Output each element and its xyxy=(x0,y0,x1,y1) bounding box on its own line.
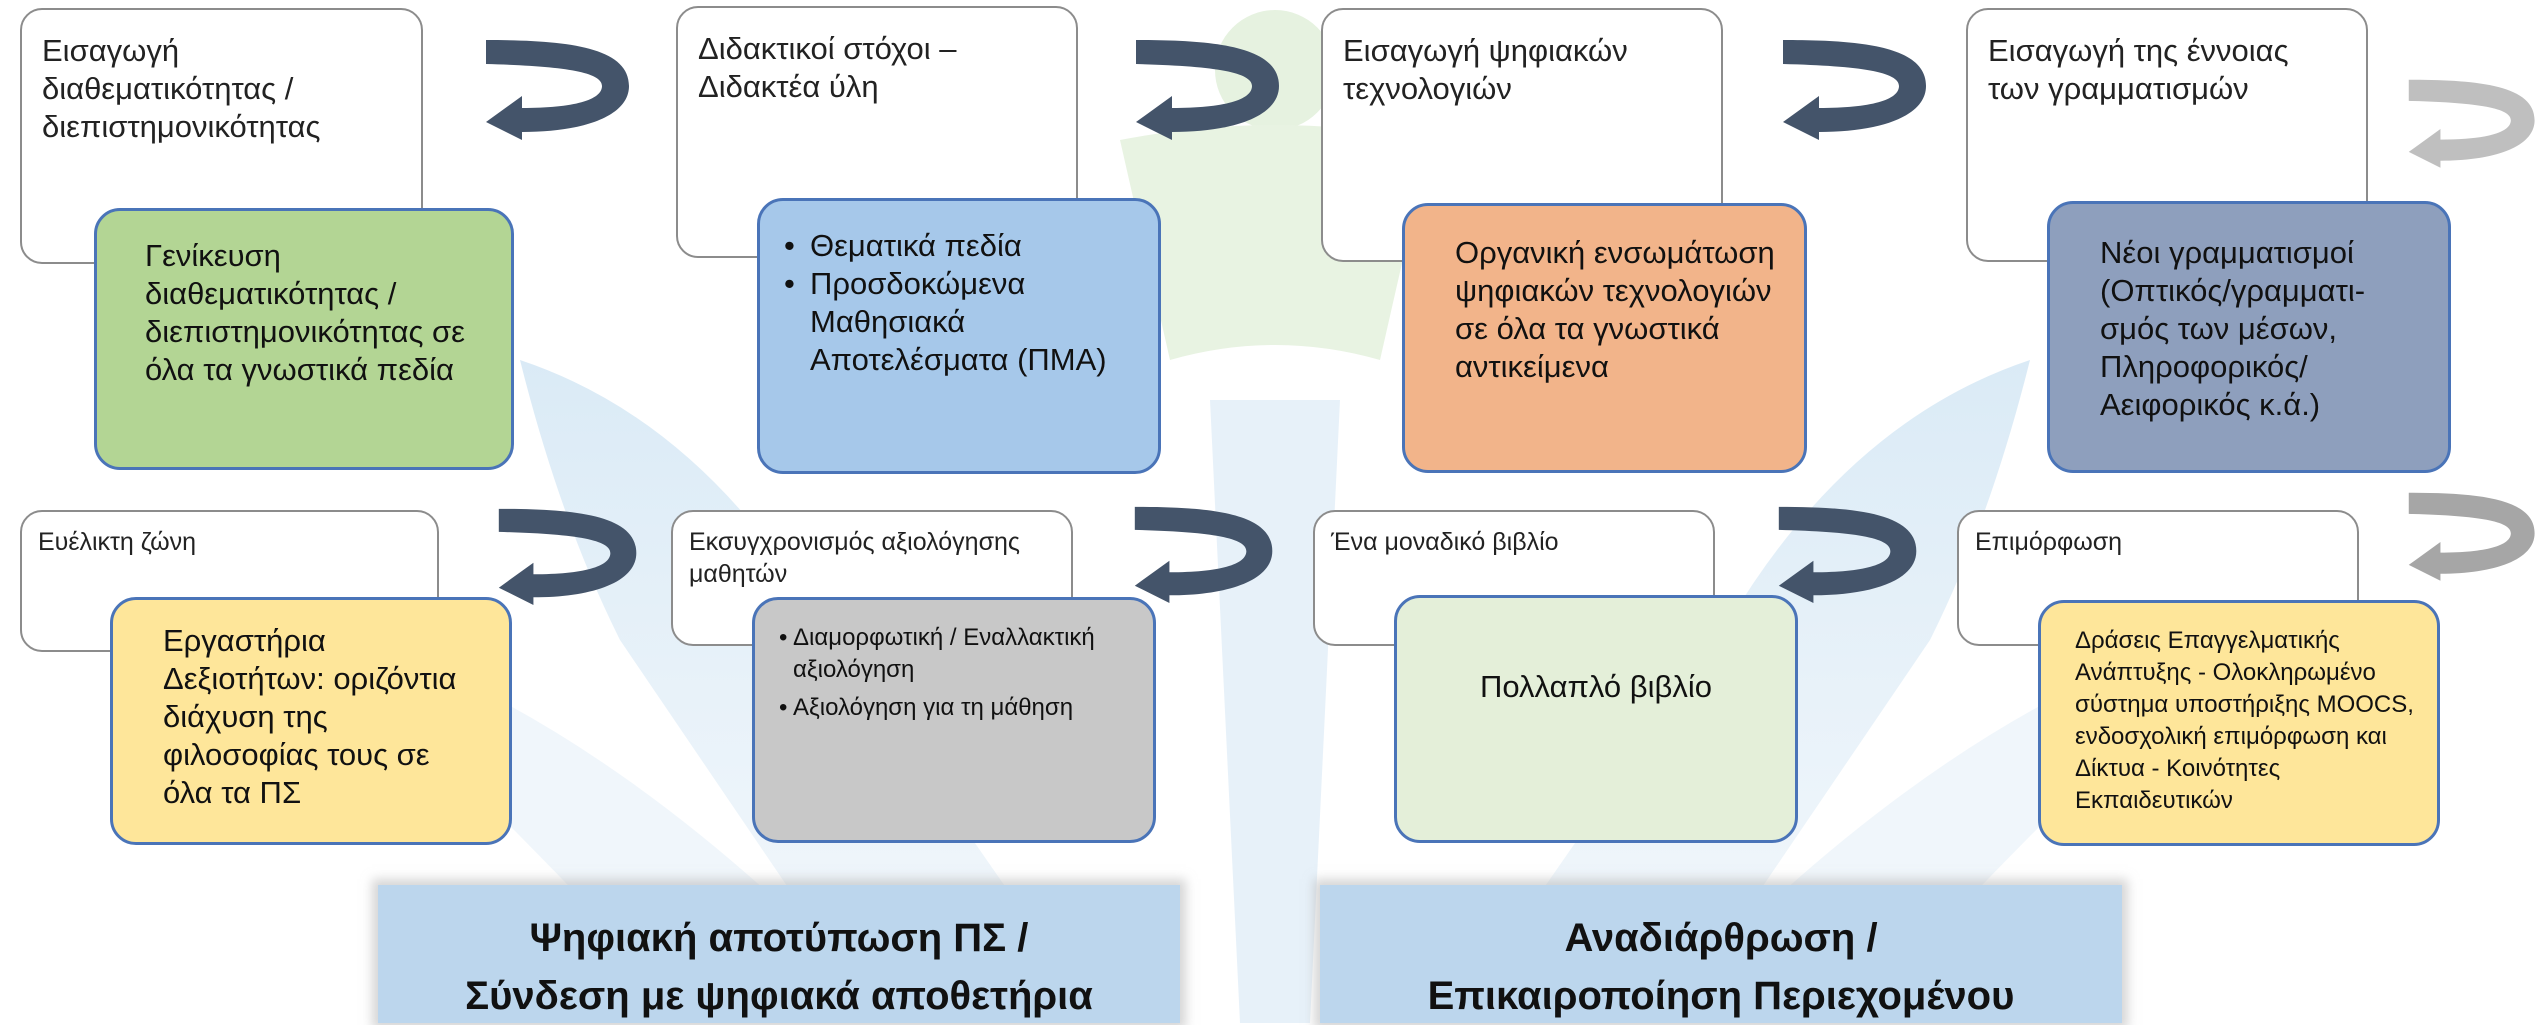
bullet-list: Διαμορφωτική / Εναλλακτική αξιολόγηση Αξ… xyxy=(779,622,1139,724)
header-label: Εισαγωγή διαθεματικότητας / διεπιστημονι… xyxy=(42,33,321,144)
header-label: Εισαγωγή ψηφιακών τεχνολογιών xyxy=(1343,33,1628,106)
curved-arrow-icon xyxy=(1136,40,1279,140)
content-box-digital-integration: Οργανική ενσωμάτωση ψηφιακών τεχνολογιών… xyxy=(1402,203,1807,473)
header-label: Εισαγωγή της έννοιας των γραμματισμών xyxy=(1988,33,2289,106)
content-box-thematic-fields: Θεματικά πεδία Προσδοκώμενα Μαθησιακά Απ… xyxy=(757,198,1161,474)
content-text: Νέοι γραμματισμοί (Οπτικός/γραμματι-σμός… xyxy=(2100,235,2366,422)
content-box-skills-workshops: Εργαστήρια Δεξιοτήτων: οριζόντια διάχυση… xyxy=(110,597,512,845)
bullet-list: Θεματικά πεδία Προσδοκώμενα Μαθησιακά Απ… xyxy=(784,227,1144,379)
curved-arrow-icon xyxy=(498,508,637,605)
banner-line: Σύνδεση με ψηφιακά αποθετήρια xyxy=(465,974,1093,1018)
banner-digital-mapping: Ψηφιακή αποτύπωση ΠΣ / Σύνδεση με ψηφιακ… xyxy=(378,885,1180,1023)
bullet-item: Αξιολόγηση για τη μάθηση xyxy=(779,692,1139,724)
content-text: Δράσεις Επαγγελματικής Ανάπτυξης - Ολοκλ… xyxy=(2075,627,2414,814)
curved-arrow-icon xyxy=(1778,506,1917,603)
header-label: Ευέλικτη ζώνη xyxy=(38,528,197,556)
curved-arrow-light-icon xyxy=(2408,492,2535,581)
curved-arrow-icon xyxy=(486,40,629,140)
header-label: Επιμόρφωση xyxy=(1975,528,2123,556)
bullet-item: Θεματικά πεδία xyxy=(784,227,1144,265)
content-text: Εργαστήρια Δεξιοτήτων: οριζόντια διάχυση… xyxy=(163,623,457,810)
bullet-item: Διαμορφωτική / Εναλλακτική αξιολόγηση xyxy=(779,622,1139,686)
content-box-formative-assessment: Διαμορφωτική / Εναλλακτική αξιολόγηση Αξ… xyxy=(752,597,1156,843)
bullet-item: Προσδοκώμενα Μαθησιακά Αποτελέσματα (ΠΜΑ… xyxy=(784,265,1144,379)
header-label: Διδακτικοί στόχοι – Διδακτέα ύλη xyxy=(698,31,957,104)
content-box-generalization: Γενίκευση διαθεματικότητας / διεπιστημον… xyxy=(94,208,514,470)
banner-content-restructuring: Αναδιάρθρωση / Επικαιροποίηση Περιεχομέν… xyxy=(1320,885,2122,1023)
content-text: Γενίκευση διαθεματικότητας / διεπιστημον… xyxy=(145,238,465,387)
content-box-new-literacies: Νέοι γραμματισμοί (Οπτικός/γραμματι-σμός… xyxy=(2047,201,2451,473)
curved-arrow-icon xyxy=(1783,40,1926,140)
content-text: Πολλαπλό βιβλίο xyxy=(1480,669,1712,704)
content-text: Οργανική ενσωμάτωση ψηφιακών τεχνολογιών… xyxy=(1455,235,1775,384)
curved-arrow-icon xyxy=(1134,506,1273,603)
curved-arrow-light-icon xyxy=(2408,79,2535,168)
content-box-professional-development: Δράσεις Επαγγελματικής Ανάπτυξης - Ολοκλ… xyxy=(2038,600,2440,846)
content-box-multiple-book: Πολλαπλό βιβλίο xyxy=(1394,595,1798,843)
header-label: Εκσυγχρονισμός αξιολόγησης μαθητών xyxy=(689,528,1020,588)
banner-line: Επικαιροποίηση Περιεχομένου xyxy=(1427,974,2015,1018)
banner-line: Αναδιάρθρωση / xyxy=(1564,916,1878,960)
header-label: Ένα μοναδικό βιβλίο xyxy=(1331,528,1559,556)
banner-line: Ψηφιακή αποτύπωση ΠΣ / xyxy=(529,916,1029,960)
